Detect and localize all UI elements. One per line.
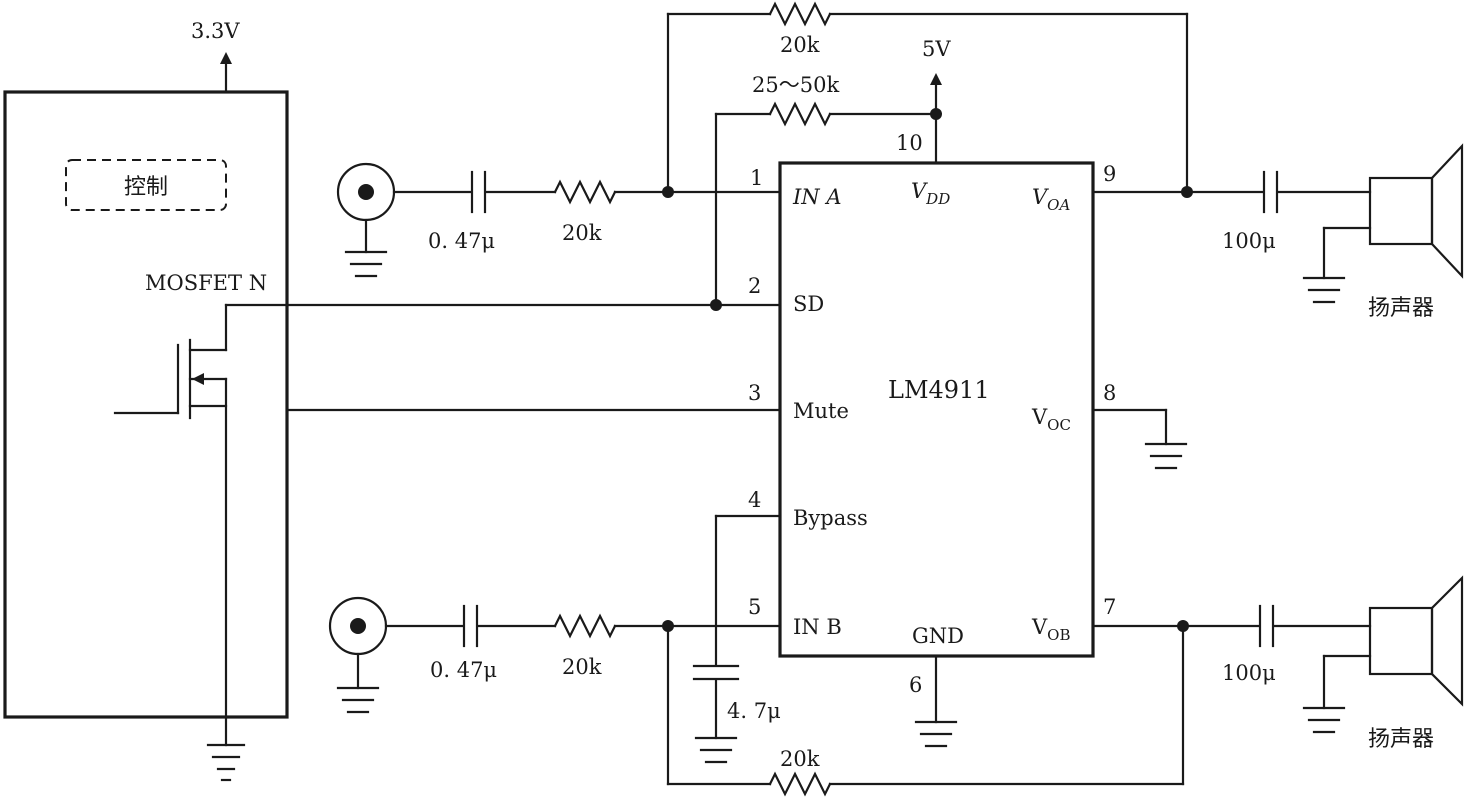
pin-voc-label: VOC [1031,405,1071,434]
mosfet-label: MOSFET N [145,271,267,295]
pin-in-b-label: IN B [793,615,842,639]
c-in-a-label: 0. 47μ [428,229,495,253]
pin-2-number: 2 [748,274,761,298]
pin-1-number: 1 [750,166,763,190]
ic-name: LM4911 [888,376,990,404]
speaker-bottom-label: 扬声器 [1368,727,1434,752]
pin-4-number: 4 [748,488,761,512]
controller-block: 控制 MOSFET N 3.3V [3,19,289,782]
r-fb-b-symbol [768,771,832,797]
mosfet-n-symbol [113,303,289,747]
r-in-a-label: 20k [562,221,602,245]
pin-vob-label: VOB [1031,615,1071,644]
pin-voa-label: VOA [1032,185,1070,214]
pin-6-number: 6 [909,673,922,697]
controller-ground-symbol [206,743,246,782]
pin-in-a-label: IN A [792,185,842,209]
supply-33-arrow [220,52,232,64]
vob-junction [1177,620,1189,632]
r-in-b-label: 20k [562,655,602,679]
pin-3-number: 3 [748,381,761,405]
voa-junction [1181,186,1193,198]
pin-7-number: 7 [1103,595,1116,619]
r-in-b-symbol [553,613,617,639]
c-out-a-label: 100μ [1222,229,1276,253]
supply-5v-label: 5V [922,37,951,61]
pin-bypass-label: Bypass [793,506,868,530]
pin-9-number: 9 [1103,162,1116,186]
pin-8-number: 8 [1103,381,1116,405]
c-out-b-label: 100μ [1222,661,1276,685]
speaker-top-label: 扬声器 [1368,296,1434,321]
r-sd-symbol [768,101,832,127]
sd-junction [710,299,722,311]
control-label: 控制 [124,175,168,200]
supply-5v-arrow [930,73,942,85]
pin-vdd-label: VDD [911,179,950,208]
input-a-ground-symbol [344,250,388,278]
channel-b: 0. 47μ 20k 20k 100μ 扬声器 [328,575,1464,797]
speaker-bottom-ground-symbol [1302,706,1346,734]
ic-lm4911: LM4911 IN A SD Mute Bypass IN B GND VDD … [748,131,1116,697]
pin-gnd-label: GND [912,624,964,648]
r-sd-label: 25～50k [752,73,839,97]
voc-ground-symbol [1144,442,1188,470]
c-in-b-label: 0. 47μ [430,658,497,682]
speaker-top-ground-symbol [1302,276,1346,304]
control-dashed-box [65,159,227,211]
input-b-ground-symbol [336,686,380,714]
supply-33-label: 3.3V [191,19,240,43]
pin-mute-label: Mute [793,399,849,423]
pin-10-number: 10 [896,131,923,155]
bypass-ground-symbol [694,736,738,764]
r-in-a-symbol [553,179,617,205]
pin-5-number: 5 [748,595,761,619]
channel-a: 0. 47μ 20k 20k 100μ 扬声器 [336,1,1464,321]
speaker-bottom-symbol [1368,575,1464,707]
pin-sd-label: SD [793,292,824,316]
controller-outline [3,90,289,719]
r-fb-a-label: 20k [780,33,820,57]
speaker-top-symbol [1368,143,1464,279]
r-fb-a-symbol [768,1,832,27]
r-fb-b-label: 20k [780,747,820,771]
c-bypass-label: 4. 7μ [727,699,781,723]
ic-ground-symbol [914,720,958,748]
